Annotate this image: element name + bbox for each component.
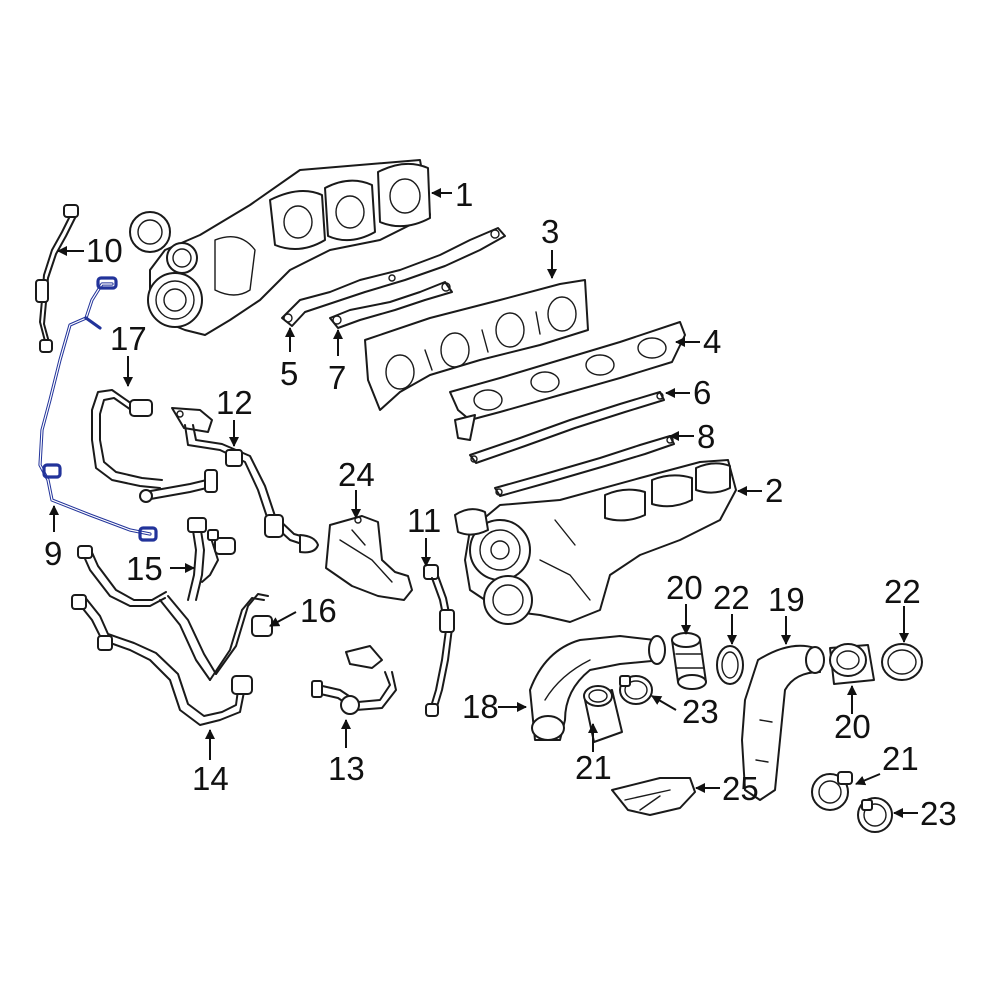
callout-5: 5 <box>280 355 298 392</box>
callout-24: 24 <box>338 456 375 493</box>
part-9-highlighted-line[interactable] <box>38 276 158 542</box>
callout-19: 19 <box>768 581 805 618</box>
part-3-heat-shield[interactable] <box>364 279 589 411</box>
callout-2: 2 <box>765 472 783 509</box>
part-4-gasket-plate[interactable] <box>449 321 686 441</box>
part-10-sensor-line[interactable] <box>35 204 79 353</box>
callout-23-right: 23 <box>920 795 957 832</box>
callout-11: 11 <box>407 502 441 539</box>
callout-labels: 1 2 3 4 5 6 7 8 9 10 11 12 13 14 15 16 1… <box>44 176 957 832</box>
callout-23-center: 23 <box>682 693 719 730</box>
part-20-coupling[interactable] <box>829 643 875 685</box>
callout-20-right: 20 <box>834 708 871 745</box>
part-15-coolant-line[interactable] <box>187 517 236 601</box>
part-20-coupling[interactable] <box>671 632 707 690</box>
callout-21-right: 21 <box>882 740 919 777</box>
part-13-coolant-line[interactable] <box>311 645 397 715</box>
part-16-coolant-line[interactable] <box>77 545 273 681</box>
callout-8: 8 <box>697 418 715 455</box>
part-25-heat-shield[interactable] <box>611 777 696 816</box>
part-2-turbocharger-manifold-right[interactable] <box>454 459 737 625</box>
callout-25: 25 <box>722 770 759 807</box>
part-12-coolant-line[interactable] <box>171 407 319 554</box>
callout-9: 9 <box>44 535 62 572</box>
part-21-coupling-sleeve[interactable] <box>583 685 623 743</box>
part-19-charge-air-hose[interactable] <box>741 644 825 801</box>
callout-18: 18 <box>462 688 499 725</box>
callout-16: 16 <box>300 592 337 629</box>
callout-6: 6 <box>693 374 711 411</box>
part-22-seal-ring[interactable] <box>881 643 923 681</box>
part-14-coolant-line[interactable] <box>71 594 253 726</box>
part-7-gasket[interactable] <box>329 281 453 329</box>
part-5-gasket[interactable] <box>281 227 506 327</box>
part-18-charge-air-hose[interactable] <box>529 635 666 741</box>
callout-1: 1 <box>455 176 473 213</box>
part-22-seal-ring[interactable] <box>716 645 744 685</box>
callout-14: 14 <box>192 760 229 797</box>
callout-20-left: 20 <box>666 569 703 606</box>
part-21-coupling-sleeve[interactable] <box>811 771 853 811</box>
part-1-turbocharger-manifold-left[interactable] <box>129 159 431 336</box>
part-23-hose-clamp[interactable] <box>619 675 653 705</box>
callout-12: 12 <box>216 384 253 421</box>
callout-15: 15 <box>126 550 163 587</box>
part-6-gasket[interactable] <box>469 391 665 464</box>
callout-7: 7 <box>328 359 346 396</box>
callout-13: 13 <box>328 750 365 787</box>
part-17-coolant-line[interactable] <box>91 389 218 503</box>
part-23-hose-clamp[interactable] <box>857 797 893 833</box>
callout-17: 17 <box>110 320 147 357</box>
leader-arrows <box>49 188 918 818</box>
callout-4: 4 <box>703 323 721 360</box>
callout-3: 3 <box>541 213 559 250</box>
callout-21-left: 21 <box>575 749 612 786</box>
part-11-sensor-line[interactable] <box>423 564 455 717</box>
part-24-heat-shield[interactable] <box>325 515 413 601</box>
callout-10: 10 <box>86 232 123 269</box>
callout-22-right: 22 <box>884 573 921 610</box>
callout-22-left: 22 <box>713 579 750 616</box>
